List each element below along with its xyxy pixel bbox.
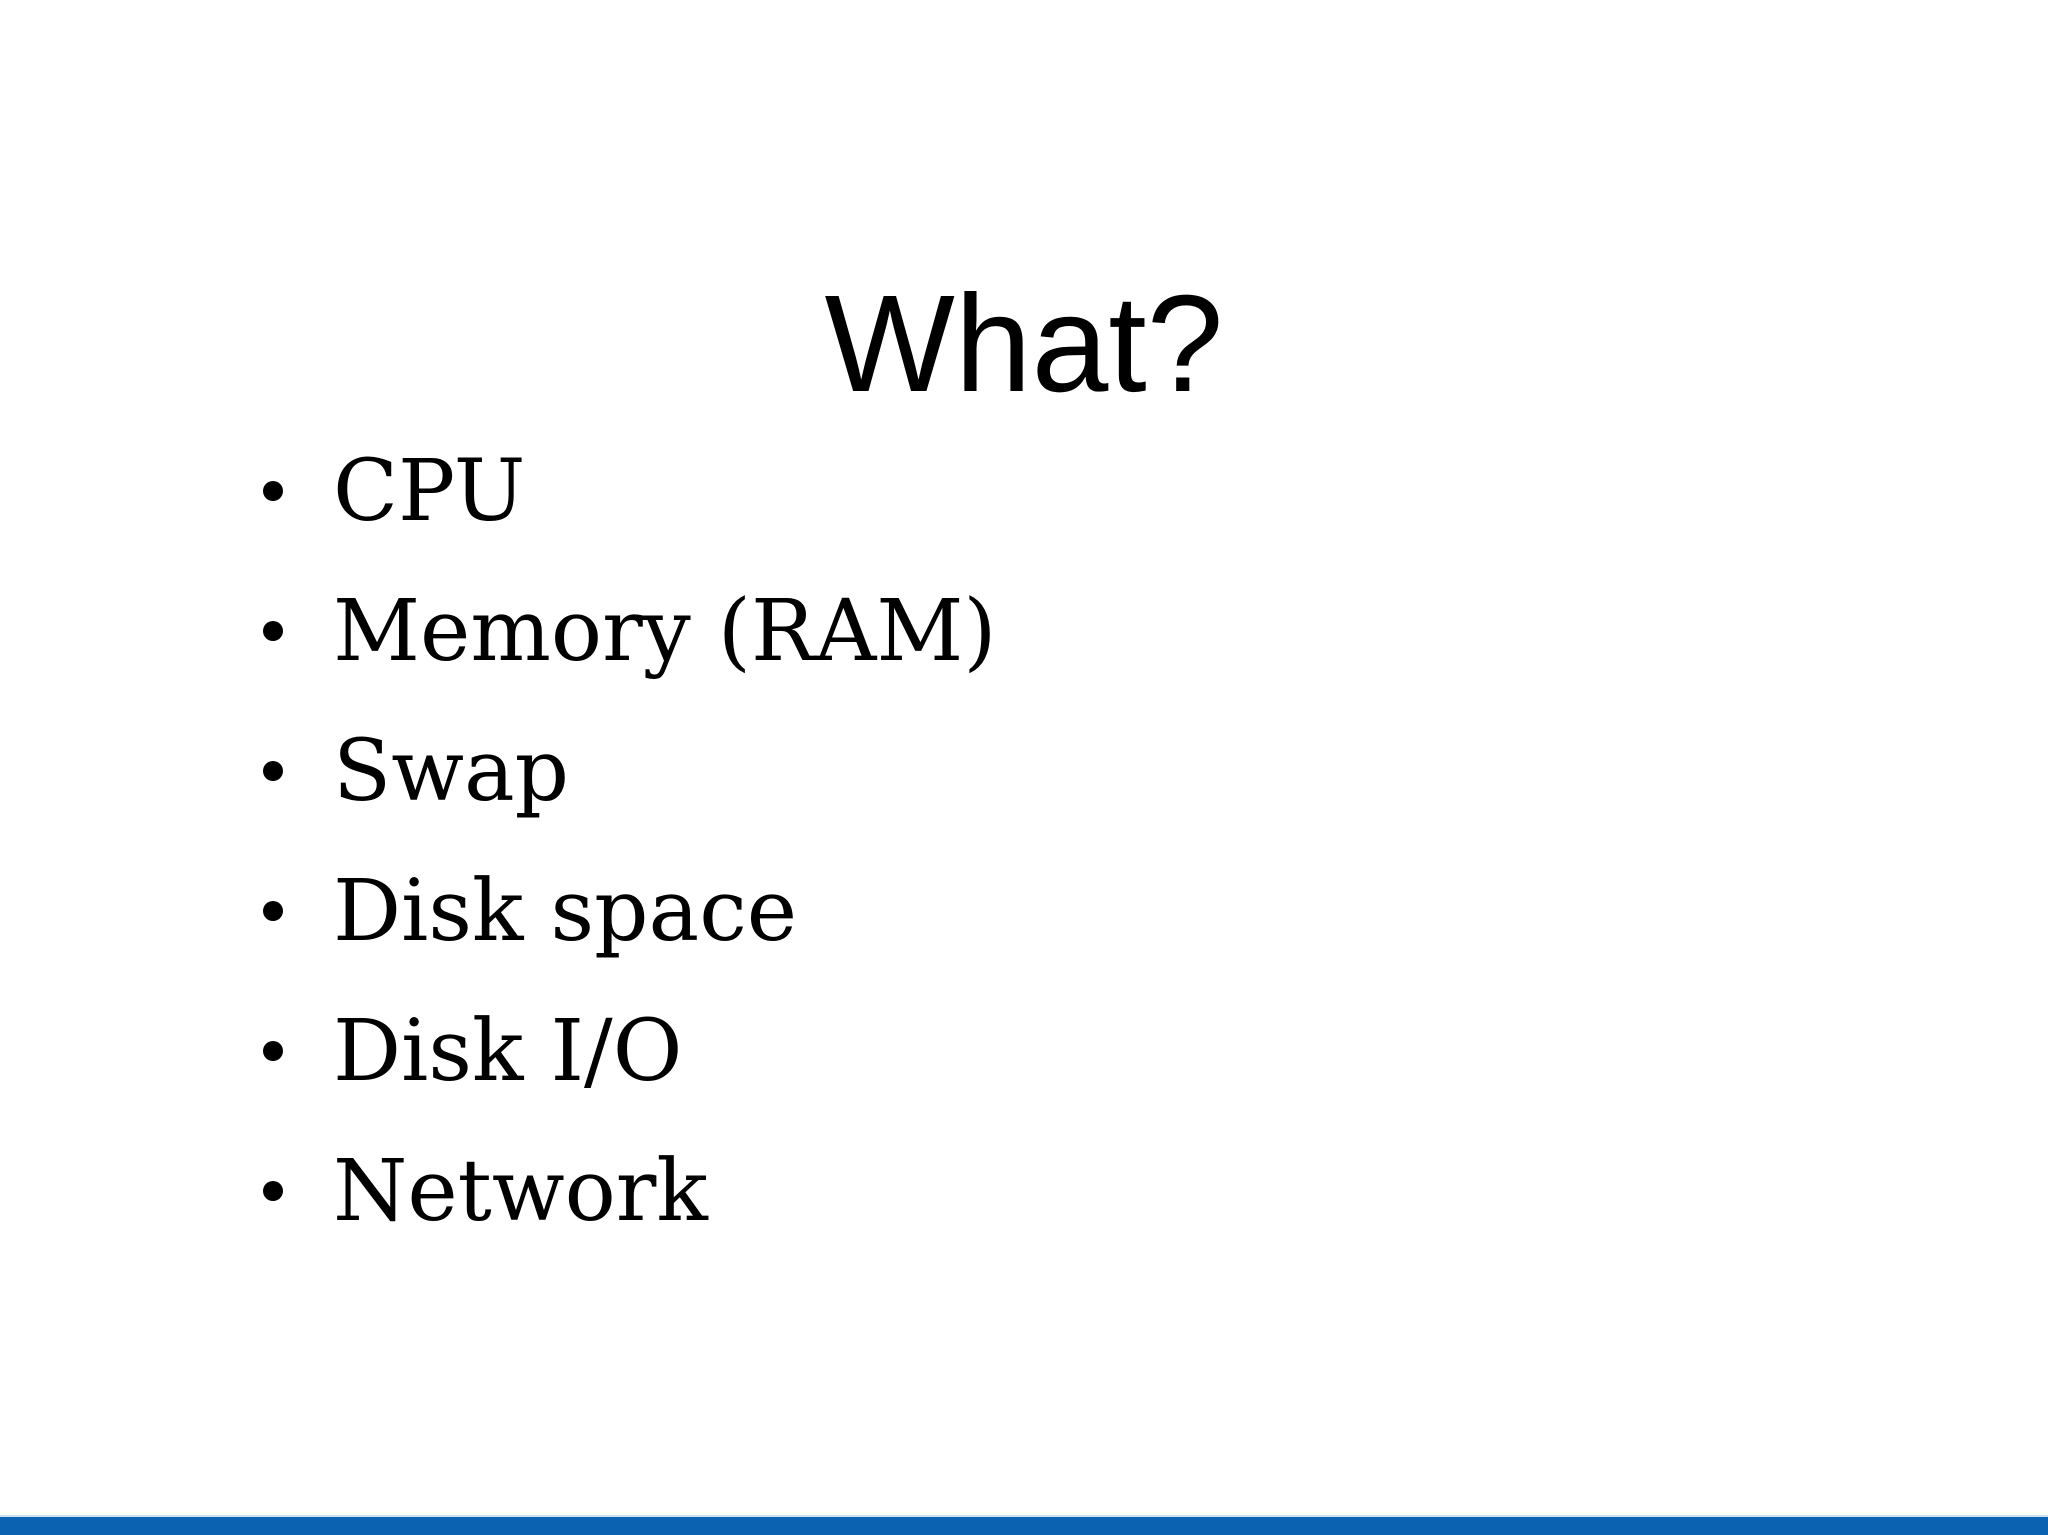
list-item: Disk space — [263, 841, 997, 981]
list-item: Memory (RAM) — [263, 561, 997, 701]
list-item: Network — [263, 1121, 997, 1261]
list-item: CPU — [263, 421, 997, 561]
list-item: Disk I/O — [263, 981, 997, 1121]
bullet-icon — [263, 901, 283, 921]
list-item-label: Swap — [333, 721, 570, 821]
bullet-icon — [263, 621, 283, 641]
list-item-label: Memory (RAM) — [333, 581, 997, 681]
list-item-label: Disk I/O — [333, 1001, 683, 1101]
footer-accent-bar — [0, 1515, 2048, 1535]
list-item: Swap — [263, 701, 997, 841]
list-item-label: Network — [333, 1141, 708, 1241]
bullet-icon — [263, 1041, 283, 1061]
bullet-list: CPU Memory (RAM) Swap Disk space Disk I/… — [263, 421, 997, 1261]
list-item-label: Disk space — [333, 861, 798, 961]
bullet-icon — [263, 761, 283, 781]
page-title: What? — [824, 267, 1224, 422]
bullet-icon — [263, 1181, 283, 1201]
bullet-icon — [263, 481, 283, 501]
list-item-label: CPU — [333, 441, 526, 541]
